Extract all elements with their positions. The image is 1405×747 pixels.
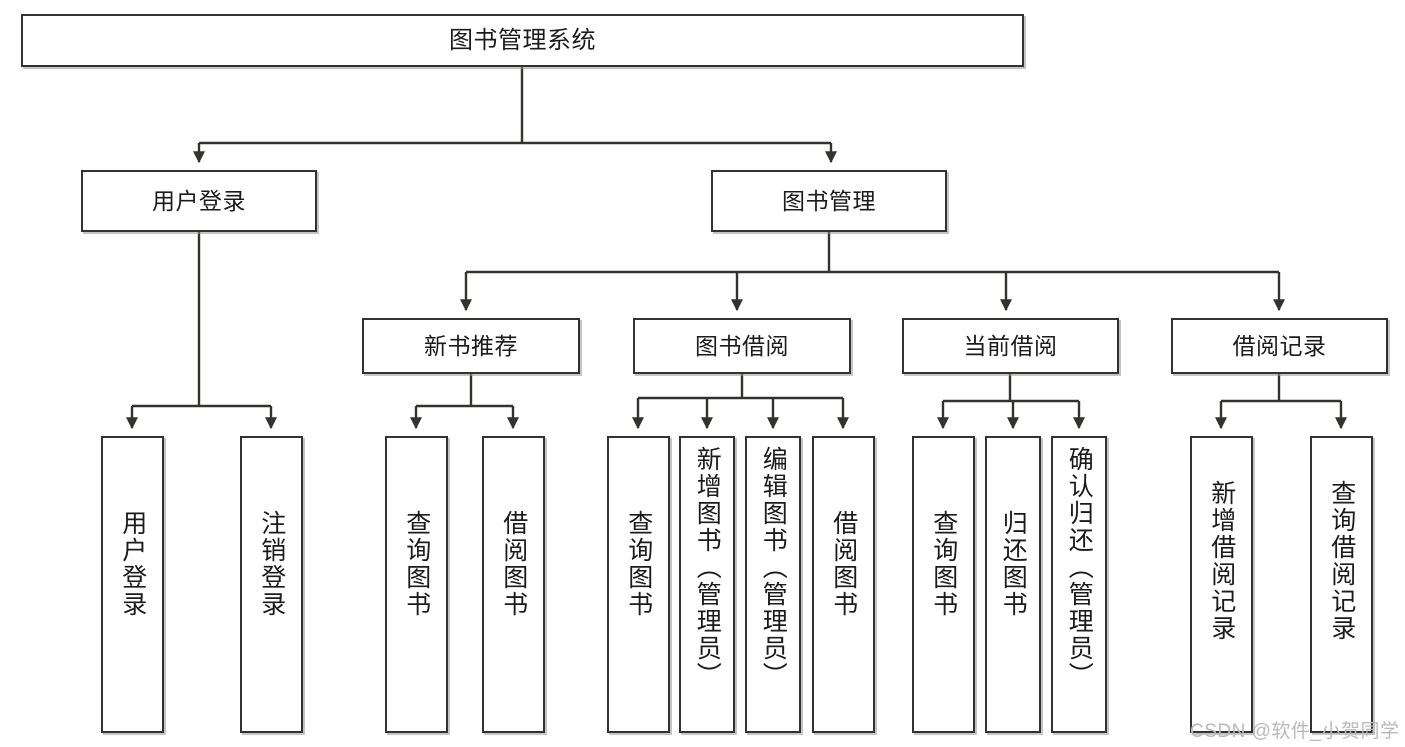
leaf-edit-book-admin-label: 编辑图书（管理员） bbox=[759, 446, 788, 689]
node-user-login[interactable]: 用户登录 bbox=[81, 170, 317, 232]
leaf-add-borrow-record-label: 新增借阅记录 bbox=[1207, 480, 1236, 642]
csdn-watermark: CSDN @软件_小贺同学 bbox=[1190, 721, 1400, 742]
node-user-login-label: 用户登录 bbox=[152, 187, 246, 214]
node-book-manage[interactable]: 图书管理 bbox=[711, 170, 947, 232]
leaf-user-login[interactable]: 用户登录 bbox=[101, 436, 164, 733]
leaf-return-book-label: 归还图书 bbox=[999, 510, 1028, 618]
leaf-borrow-book-1-label: 借阅图书 bbox=[499, 510, 528, 618]
node-book-borrow[interactable]: 图书借阅 bbox=[633, 318, 851, 374]
leaf-borrow-book-2-label: 借阅图书 bbox=[829, 510, 858, 618]
leaf-query-book-3-label: 查询图书 bbox=[929, 510, 958, 618]
leaf-borrow-book-2[interactable]: 借阅图书 bbox=[812, 436, 875, 733]
leaf-add-borrow-record[interactable]: 新增借阅记录 bbox=[1190, 436, 1253, 733]
node-new-book-recommend[interactable]: 新书推荐 bbox=[362, 318, 580, 374]
node-root[interactable]: 图书管理系统 bbox=[21, 14, 1024, 67]
leaf-logout[interactable]: 注销登录 bbox=[240, 436, 303, 733]
node-root-label: 图书管理系统 bbox=[449, 26, 596, 54]
node-book-manage-label: 图书管理 bbox=[782, 187, 876, 214]
node-borrow-record-label: 借阅记录 bbox=[1232, 332, 1327, 359]
node-borrow-record[interactable]: 借阅记录 bbox=[1171, 318, 1388, 374]
node-new-book-recommend-label: 新书推荐 bbox=[424, 332, 518, 359]
leaf-query-book-2[interactable]: 查询图书 bbox=[607, 436, 670, 733]
node-current-borrow-label: 当前借阅 bbox=[963, 332, 1058, 359]
leaf-query-borrow-record-label: 查询借阅记录 bbox=[1327, 480, 1356, 642]
leaf-query-book-2-label: 查询图书 bbox=[624, 510, 653, 618]
leaf-query-book-1-label: 查询图书 bbox=[402, 510, 431, 618]
leaf-user-login-label: 用户登录 bbox=[118, 510, 147, 618]
leaf-logout-label: 注销登录 bbox=[257, 510, 286, 618]
node-book-borrow-label: 图书借阅 bbox=[695, 332, 789, 359]
leaf-confirm-return-admin-label: 确认归还（管理员） bbox=[1065, 446, 1094, 689]
leaf-borrow-book-1[interactable]: 借阅图书 bbox=[482, 436, 545, 733]
leaf-query-book-1[interactable]: 查询图书 bbox=[385, 436, 448, 733]
leaf-edit-book-admin[interactable]: 编辑图书（管理员） bbox=[745, 436, 801, 733]
leaf-add-book-admin-label: 新增图书（管理员） bbox=[693, 446, 722, 689]
leaf-return-book[interactable]: 归还图书 bbox=[985, 436, 1041, 733]
leaf-add-book-admin[interactable]: 新增图书（管理员） bbox=[679, 436, 735, 733]
node-current-borrow[interactable]: 当前借阅 bbox=[902, 318, 1119, 374]
leaf-query-book-3[interactable]: 查询图书 bbox=[912, 436, 975, 733]
leaf-query-borrow-record[interactable]: 查询借阅记录 bbox=[1310, 436, 1373, 733]
leaf-confirm-return-admin[interactable]: 确认归还（管理员） bbox=[1051, 436, 1107, 733]
